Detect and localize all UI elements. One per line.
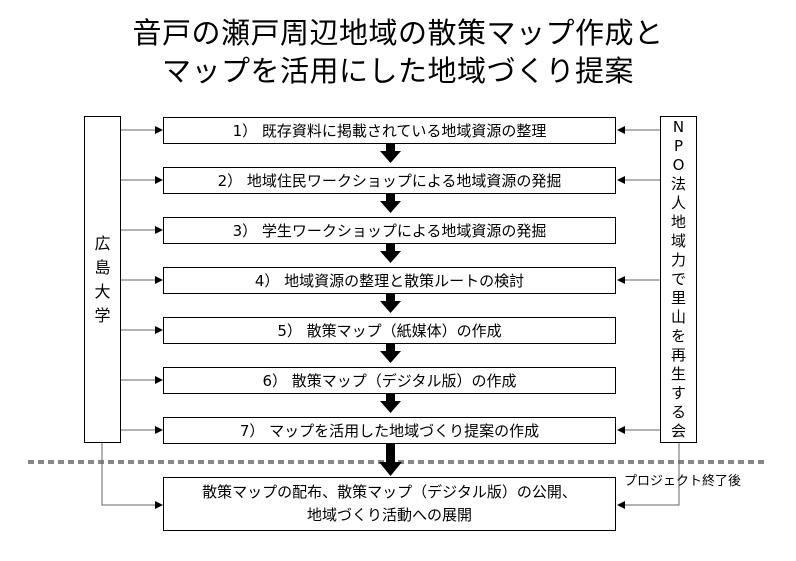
step-2-box: 2） 地域住民ワークショップによる地域資源の発掘 xyxy=(163,167,616,194)
left-connectors xyxy=(101,126,163,509)
org-label-char: 地 xyxy=(670,213,686,231)
title-line-1: 音戸の瀬戸周辺地域の散策マップ作成と xyxy=(132,16,664,50)
step-4-label: 4） 地域資源の整理と散策ルートの検討 xyxy=(254,272,525,290)
step-5-box: 5） 散策マップ（紙媒体）の作成 xyxy=(163,317,616,344)
org-label-char: N xyxy=(672,118,685,136)
step-1-box: 1） 既存資料に掲載されている地域資源の整理 xyxy=(163,117,616,144)
flow-arrow xyxy=(379,444,402,476)
right-connectors xyxy=(617,126,680,509)
step-7-box: 7） マップを活用した地域づくり提案の作成 xyxy=(163,417,616,444)
after-project-label: プロジェクト終了後 xyxy=(624,474,742,489)
final-step-box: 散策マップの配布、散策マップ（デジタル版）の公開、 地域づくり活動への展開 xyxy=(163,477,616,531)
org-label-char: 域 xyxy=(670,232,686,250)
step-3-box: 3） 学生ワークショップによる地域資源の発掘 xyxy=(163,217,616,244)
flow-arrow xyxy=(380,344,401,363)
org-label-char: 島 xyxy=(94,257,111,277)
org-label-char: 大 xyxy=(94,281,111,301)
org-label-char: 広 xyxy=(94,233,111,253)
step-6-label: 6） 散策マップ（デジタル版）の作成 xyxy=(262,372,517,390)
org-label-char: 会 xyxy=(670,422,686,440)
org-label-char: 人 xyxy=(670,194,686,212)
org-label-char: O xyxy=(672,156,685,174)
org-label-char: 山 xyxy=(670,308,686,326)
hiroshima-university-box: 広島大学 xyxy=(84,116,121,443)
title-line-2: マップを活用にした地域づくり提案 xyxy=(161,54,634,88)
diagram-title: 音戸の瀬戸周辺地域の散策マップ作成と マップを活用にした地域づくり提案 xyxy=(0,14,796,90)
org-label-char: す xyxy=(670,384,686,402)
flow-arrow xyxy=(380,294,401,313)
org-label-char: 学 xyxy=(94,305,111,325)
step-1-label: 1） 既存資料に掲載されている地域資源の整理 xyxy=(232,122,547,140)
org-label-char: る xyxy=(670,403,686,421)
org-label-char: 里 xyxy=(670,289,686,307)
step-7-label: 7） マップを活用した地域づくり提案の作成 xyxy=(239,422,540,440)
flow-arrow xyxy=(380,194,401,213)
org-label-char: 再 xyxy=(670,346,686,364)
org-label-char: を xyxy=(670,327,686,345)
flow-arrows xyxy=(379,144,402,476)
final-step-line-1: 散策マップの配布、散策マップ（デジタル版）の公開、 xyxy=(202,483,577,501)
org-label-char: 生 xyxy=(670,365,686,383)
flow-arrow xyxy=(380,394,401,413)
flow-arrow xyxy=(380,244,401,263)
org-label-char: 力 xyxy=(670,251,686,269)
org-label-char: で xyxy=(670,270,686,288)
hiroshima-university-label: 広島大学 xyxy=(94,232,110,328)
step-3-label: 3） 学生ワークショップによる地域資源の発掘 xyxy=(232,222,547,240)
step-4-box: 4） 地域資源の整理と散策ルートの検討 xyxy=(163,267,616,294)
flow-arrow xyxy=(380,144,401,163)
step-2-label: 2） 地域住民ワークショップによる地域資源の発掘 xyxy=(217,172,562,190)
final-step-line-2: 地域づくり活動への展開 xyxy=(306,506,472,524)
org-label-char: P xyxy=(673,137,684,155)
step-5-label: 5） 散策マップ（紙媒体）の作成 xyxy=(277,322,502,340)
org-label-char: 法 xyxy=(670,175,686,193)
step-6-box: 6） 散策マップ（デジタル版）の作成 xyxy=(163,367,616,394)
